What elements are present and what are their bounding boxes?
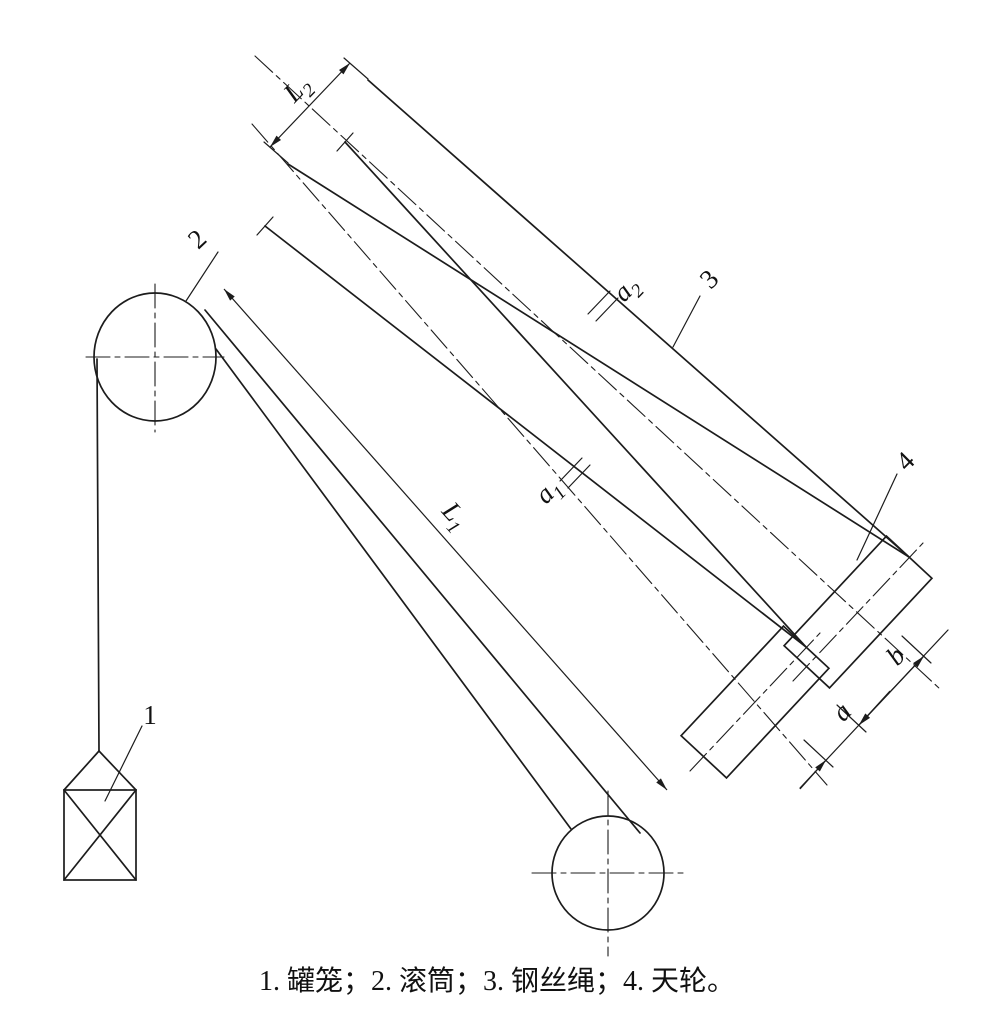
rope-run-far-upper-line (367, 79, 910, 558)
dimension-a1-label: a1 (529, 472, 571, 514)
dimension-L2-extension-tick-2 (263, 141, 289, 164)
cage-roof-right (98, 750, 137, 791)
dimension-extension-tick-1 (803, 739, 834, 768)
dimension-a-arrow-1 (799, 759, 827, 790)
dimension-L2-extension-tick-1 (343, 57, 369, 80)
cage-cross-brace-2 (63, 789, 137, 881)
rope-run-near-centerline (251, 123, 828, 786)
drum-label-leader (185, 251, 219, 302)
dimension-L2-line (269, 62, 351, 148)
dimension-a1-tick-2 (567, 464, 591, 489)
dimension-extension-tick-2 (836, 704, 867, 733)
dimension-extension-tick-3 (901, 635, 932, 664)
head-sheave-side-view-group (531, 790, 686, 957)
rope-run-near-lower-line (264, 225, 807, 648)
figure-caption: 1. 罐笼；2. 滚筒；3. 钢丝绳；4. 天轮。 (259, 965, 735, 997)
dimension-L2-group: L2 (263, 57, 369, 164)
rope-elevation-upper (204, 309, 641, 834)
drum-group: 2 (85, 223, 225, 433)
dimension-a2-tick-1 (587, 290, 611, 315)
dimension-a2-label: a2 (607, 270, 649, 312)
sheave-label-leader (856, 473, 898, 561)
cage-body (63, 789, 137, 881)
rope-label-leader (672, 295, 701, 348)
dimension-b-line (858, 655, 925, 726)
dimension-a2-tick-2 (595, 297, 619, 322)
cage-roof-left (63, 750, 100, 791)
head-sheaves-plan-group: 4 (679, 445, 934, 780)
rope-run-near-group: a1 (251, 123, 828, 786)
rope-run-far-group: a2 3 (254, 55, 941, 690)
sheave-plan-far-rect (782, 534, 934, 690)
rope-run-far-centerline (254, 55, 941, 690)
dimension-L1-label: L1 (431, 495, 475, 538)
rope-elevation-lower (215, 348, 572, 830)
sheave-label: 4 (890, 445, 921, 476)
cage-label: 1 (143, 700, 157, 730)
dimension-L2-label: L2 (277, 69, 321, 113)
dimension-a-label: a (826, 696, 857, 727)
rope-run-far-lower-line (287, 163, 910, 558)
sheave-plan-far-axis (792, 542, 924, 682)
rope-label: 3 (694, 264, 725, 295)
sheave-plan-near-axis (689, 632, 821, 772)
drum-label: 2 (182, 223, 212, 254)
dimension-b-label: b (880, 640, 911, 671)
elevation-rope-group: L1 (204, 288, 668, 834)
dimension-a1-tick-1 (559, 457, 583, 482)
dimension-L1-line (223, 288, 668, 791)
rope-run-near-upper-line (344, 141, 807, 648)
cage-rope-line (96, 358, 100, 752)
cage-group: 1 (63, 358, 157, 881)
sheave-plan-near-rect (679, 624, 831, 780)
cage-label-leader (104, 725, 143, 802)
dimension-a-b-group: a b (799, 629, 949, 790)
